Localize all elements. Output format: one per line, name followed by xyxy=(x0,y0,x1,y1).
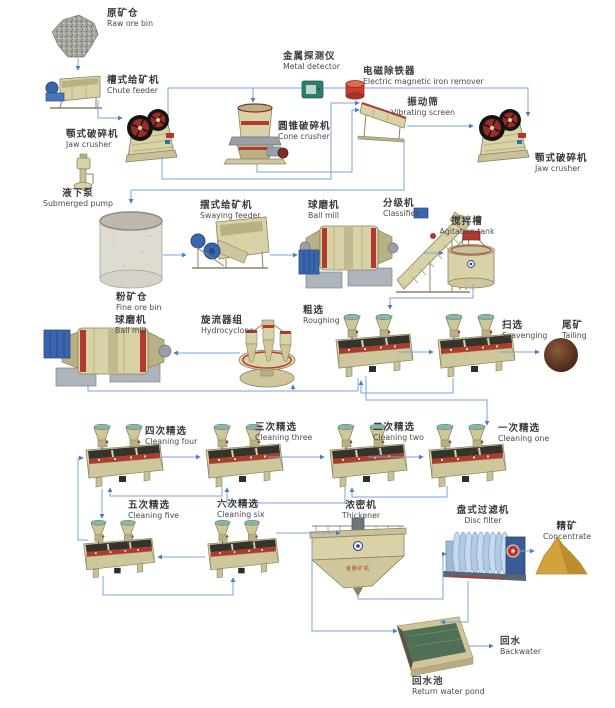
tailing-ball xyxy=(544,338,578,372)
jaw-crusher-1-illustration xyxy=(125,108,178,163)
machines: 金鹏矿机 xyxy=(43,14,588,677)
concentrate-pile xyxy=(535,536,588,575)
loop-cleaning2-3 xyxy=(224,486,346,504)
line-tank-to-roughing xyxy=(387,284,474,310)
flotation-cell-roughing xyxy=(336,314,413,377)
return-water-pond-illustration xyxy=(396,616,474,677)
loop-cleaning3-4 xyxy=(107,486,223,497)
thickener-illustration: 金鹏矿机 xyxy=(309,517,407,597)
swaying-feeder-illustration xyxy=(190,216,270,269)
metal-detector-illustration xyxy=(301,80,324,99)
flotation-cell-cleaning-one xyxy=(429,424,506,487)
line-cleaning5-to-6 xyxy=(102,576,236,596)
line-thickener-to-pond xyxy=(311,545,398,634)
submerged-pump-illustration xyxy=(73,153,94,190)
hydrocyclone-illustration xyxy=(238,319,296,388)
loop-cleaning1-2 xyxy=(349,486,448,498)
line-filter-to-pond xyxy=(440,581,469,625)
line-roughing-to-cleaning1 xyxy=(365,376,490,426)
line-jaw1-to-screen xyxy=(161,100,360,180)
flow-lines xyxy=(75,58,540,649)
line-chutefeeder-to-jaw1 xyxy=(97,100,123,121)
flotation-cell-cleaning-six xyxy=(208,520,279,578)
line-screen-to-finebin xyxy=(128,141,405,204)
vibrating-screen-illustration xyxy=(357,102,407,143)
line-thickener-to-filter xyxy=(357,551,447,600)
line-mill2-discharge xyxy=(87,384,358,392)
ball-mill-2-illustration xyxy=(43,327,172,387)
agitation-tank-illustration xyxy=(447,230,495,289)
jaw-crusher-2-illustration xyxy=(477,108,530,163)
fine-ore-bin-illustration xyxy=(99,211,163,289)
disc-filter-illustration xyxy=(443,531,526,581)
ball-mill-1-illustration xyxy=(298,225,399,289)
iron-remover-illustration xyxy=(345,80,365,100)
line-scavenging-return xyxy=(358,378,454,394)
thickener-brand-text: 金鹏矿机 xyxy=(346,565,370,572)
cone-crusher-illustration xyxy=(223,103,289,165)
raw-ore-bin-illustration xyxy=(51,14,99,58)
chute-feeder-illustration xyxy=(45,75,102,109)
flotation-cell-cleaning-five xyxy=(84,520,155,578)
line-cone-to-screen xyxy=(256,107,360,173)
line-cleaning5-return xyxy=(77,455,88,541)
